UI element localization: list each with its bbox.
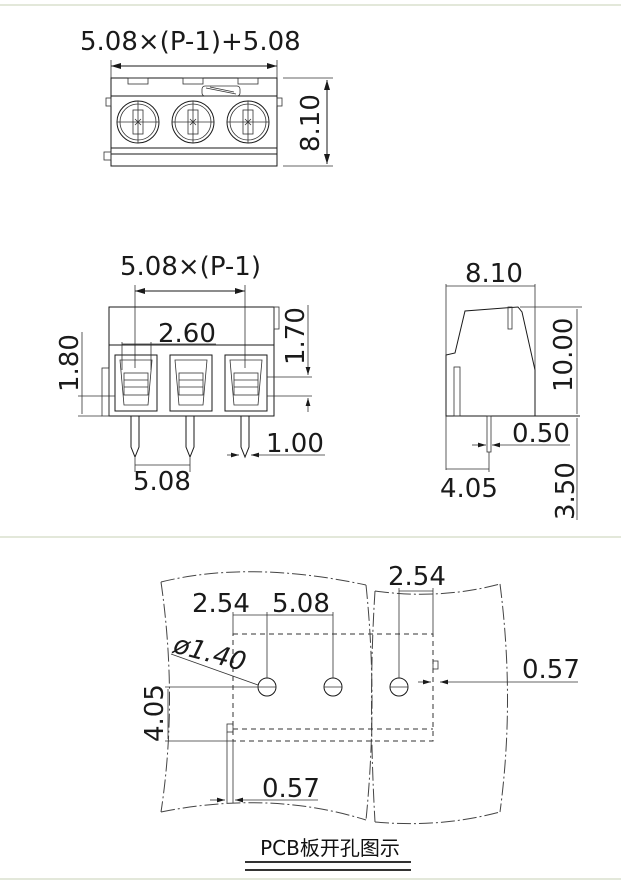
pcb-caption: PCB板开孔图示 (260, 836, 400, 860)
wire-opening-1 (114, 354, 158, 412)
pin-thickness-label: 0.50 (512, 419, 570, 449)
side-pin (486, 415, 492, 453)
pcb-hole-2 (323, 677, 343, 697)
front-view: 5.08×(P-1) 2.60 (55, 252, 325, 497)
terminal-body-side (445, 306, 536, 417)
top-width-label: 5.08×(P-1)+5.08 (80, 27, 301, 57)
top-separator (0, 4, 621, 6)
opening-width-label: 2.60 (158, 319, 216, 349)
pin-length-label: 3.50 (551, 462, 581, 520)
pin-1 (130, 416, 140, 459)
top-view: 5.08×(P-1)+5.08 (80, 27, 333, 167)
top-offset-label: 1.70 (281, 307, 311, 365)
pin-pitch-label: 5.08 (133, 467, 191, 497)
pin-width-label: 1.00 (266, 429, 324, 459)
pcb-right-gap-label: 0.57 (522, 655, 580, 685)
pcb-edge-offset-label: 2.54 (192, 589, 250, 619)
pcb-bottom-gap-label: 0.57 (262, 774, 320, 804)
pcb-row-offset-label: 4.05 (140, 684, 170, 742)
terminal-body-front (108, 306, 275, 417)
caption-underline-1 (245, 861, 411, 863)
side-width-label: 8.10 (465, 259, 523, 289)
hole-diameter-label: ø1.40 (169, 630, 249, 678)
wire-opening-3 (224, 354, 268, 412)
bottom-offset-label: 1.80 (55, 334, 85, 392)
front-pitch-label: 5.08×(P-1) (120, 252, 261, 282)
top-height-label: 8.10 (296, 94, 326, 152)
pcb-right-edge-label: 2.54 (388, 562, 446, 592)
middle-separator (0, 536, 621, 538)
screw-2 (171, 100, 215, 144)
side-view: 8.10 10.00 0.50 3.50 4.05 (440, 259, 582, 520)
side-height-label: 10.00 (549, 318, 579, 392)
pin-3 (240, 416, 250, 459)
screw-3 (226, 100, 270, 144)
screw-1 (116, 100, 160, 144)
pcb-hole-1 (257, 677, 277, 697)
wire-opening-2 (169, 354, 213, 412)
pin-offset-label: 4.05 (440, 474, 498, 504)
caption-underline-2 (245, 869, 411, 871)
pcb-layout: 2.54 5.08 2.54 ø1.40 0.57 4.05 0.57 (140, 562, 580, 825)
bottom-separator (0, 878, 621, 880)
pin-2 (185, 416, 195, 459)
pcb-hole-3 (389, 677, 409, 697)
pcb-pitch-label: 5.08 (272, 589, 330, 619)
